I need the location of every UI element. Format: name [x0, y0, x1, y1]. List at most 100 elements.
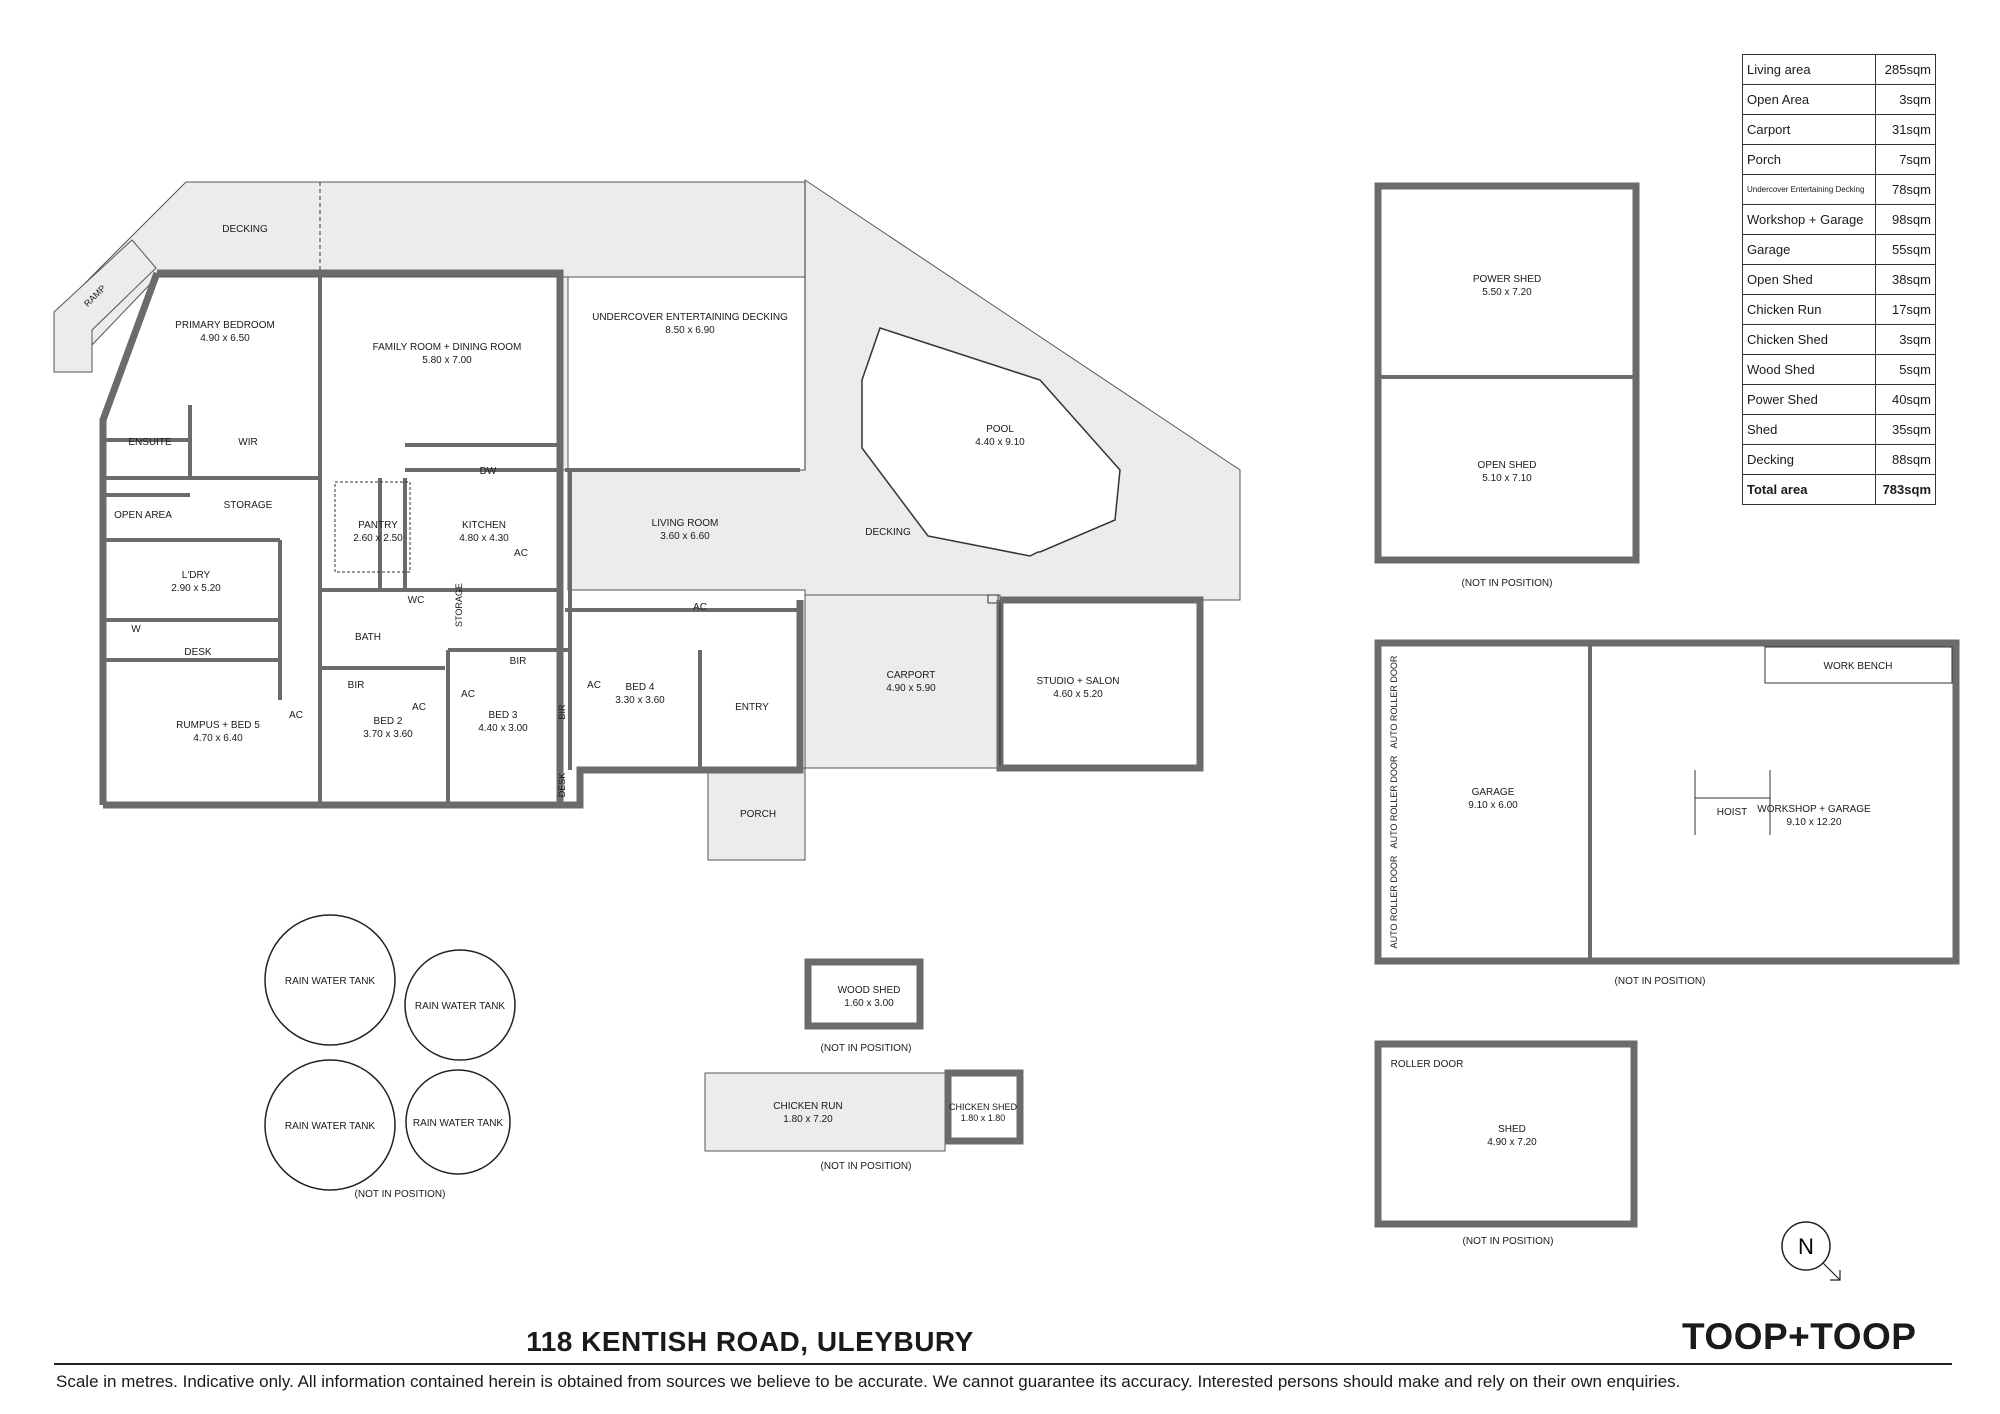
- kitchen-size: 4.80 x 4.30: [459, 533, 509, 544]
- workshop-size: 9.10 x 12.20: [1786, 817, 1841, 828]
- not-in-position-label: (NOT IN POSITION): [1462, 578, 1553, 589]
- rain-water-tank-label: RAIN WATER TANK: [415, 1001, 506, 1012]
- not-in-position-label: (NOT IN POSITION): [821, 1161, 912, 1172]
- rain-water-tank-label: RAIN WATER TANK: [413, 1118, 504, 1129]
- area-value: 7sqm: [1874, 144, 1937, 175]
- rumpus-size: 4.70 x 6.40: [193, 733, 243, 744]
- ac-label: AC: [587, 680, 601, 691]
- bath-label: BATH: [355, 632, 381, 643]
- divider: [54, 1363, 1952, 1365]
- pool-size: 4.40 x 9.10: [975, 437, 1025, 448]
- open-area-label: OPEN AREA: [114, 510, 172, 521]
- area-value: 31sqm: [1874, 114, 1937, 145]
- ramp: [53, 239, 157, 373]
- bed4-size: 3.30 x 3.60: [615, 695, 665, 706]
- w-label: W: [131, 624, 141, 635]
- open-shed-label: OPEN SHED: [1478, 460, 1537, 471]
- auto-roller-door-label: AUTO ROLLER DOOR: [1389, 755, 1399, 848]
- hoist-label: HOIST: [1717, 807, 1748, 818]
- shed-label: SHED: [1498, 1124, 1526, 1135]
- laundry-label: L'DRY: [182, 570, 211, 581]
- outbuilding-labels: POWER SHED 5.50 x 7.20 OPEN SHED 5.10 x …: [285, 274, 1893, 1247]
- area-value: 285sqm: [1874, 54, 1937, 85]
- bed3-label: BED 3: [489, 710, 518, 721]
- auto-roller-door-label: AUTO ROLLER DOOR: [1389, 655, 1399, 748]
- chicken-shed-label: CHICKEN SHED: [949, 1102, 1018, 1112]
- area-label: Living area: [1742, 54, 1876, 85]
- garage-size: 9.10 x 6.00: [1468, 800, 1518, 811]
- outdoor-areas: [53, 179, 1241, 861]
- living-label: LIVING ROOM: [652, 518, 719, 529]
- work-bench-label: WORK BENCH: [1824, 661, 1893, 672]
- storage-label: STORAGE: [224, 500, 273, 511]
- area-value: 88sqm: [1874, 444, 1937, 475]
- wood-shed-size: 1.60 x 3.00: [844, 998, 894, 1009]
- undercover-size: 8.50 x 6.90: [665, 325, 715, 336]
- bed2-label: BED 2: [374, 716, 403, 727]
- ac-label: AC: [514, 548, 528, 559]
- north-compass-icon: N: [1781, 1221, 1841, 1281]
- pool-label: POOL: [986, 424, 1014, 435]
- shed-size: 4.90 x 7.20: [1487, 1137, 1537, 1148]
- chicken-run-size: 1.80 x 7.20: [783, 1114, 833, 1125]
- bed4-label: BED 4: [626, 682, 655, 693]
- not-in-position-label: (NOT IN POSITION): [1463, 1236, 1554, 1247]
- porch-label: PORCH: [740, 809, 776, 820]
- area-label: Shed: [1742, 414, 1876, 445]
- area-value: 17sqm: [1874, 294, 1937, 325]
- laundry-size: 2.90 x 5.20: [171, 583, 221, 594]
- not-in-position-label: (NOT IN POSITION): [1615, 976, 1706, 987]
- area-value: 3sqm: [1874, 324, 1937, 355]
- carport-label: CARPORT: [887, 670, 936, 681]
- power-shed-size: 5.50 x 7.20: [1482, 287, 1532, 298]
- not-in-position-label: (NOT IN POSITION): [821, 1043, 912, 1054]
- primary-bedroom-label: PRIMARY BEDROOM: [175, 320, 275, 331]
- ensuite-label: ENSUITE: [128, 437, 172, 448]
- rumpus-label: RUMPUS + BED 5: [176, 720, 260, 731]
- bir3-label: BIR: [557, 704, 567, 720]
- living-size: 3.60 x 6.60: [660, 531, 710, 542]
- area-value: 98sqm: [1874, 204, 1937, 235]
- area-label: Carport: [1742, 114, 1876, 145]
- area-label: Power Shed: [1742, 384, 1876, 415]
- decking-label: DECKING: [222, 224, 268, 235]
- storage-small-label: STORAGE: [454, 583, 464, 627]
- carport-size: 4.90 x 5.90: [886, 683, 936, 694]
- family-dining-label: FAMILY ROOM + DINING ROOM: [373, 342, 522, 353]
- brand-logo: TOOP+TOOP: [1682, 1316, 1917, 1357]
- ac-label: AC: [412, 702, 426, 713]
- entry-label: ENTRY: [735, 702, 769, 713]
- area-label: Porch: [1742, 144, 1876, 175]
- power-shed-label: POWER SHED: [1473, 274, 1541, 285]
- area-label: Chicken Shed: [1742, 324, 1876, 355]
- auto-roller-door-label: AUTO ROLLER DOOR: [1389, 855, 1399, 948]
- pool: [861, 327, 1121, 557]
- chicken-run-label: CHICKEN RUN: [773, 1101, 842, 1112]
- dw-label: DW: [480, 466, 497, 477]
- studio-label: STUDIO + SALON: [1036, 676, 1119, 687]
- not-in-position-label: (NOT IN POSITION): [355, 1189, 446, 1200]
- garage-label: GARAGE: [1472, 787, 1515, 798]
- bed3-size: 4.40 x 3.00: [478, 723, 528, 734]
- house-labels: DECKING RAMP PRIMARY BEDROOM 4.90 x 6.50…: [82, 224, 1119, 820]
- family-dining-size: 5.80 x 7.00: [422, 355, 472, 366]
- area-value: 78sqm: [1874, 174, 1937, 205]
- outbuilding-walls: [704, 182, 1960, 1228]
- rain-water-tank: [264, 1059, 396, 1191]
- area-value: 35sqm: [1874, 414, 1937, 445]
- area-label: Garage: [1742, 234, 1876, 265]
- property-title: 118 KENTISH ROAD, ULEYBURY: [526, 1326, 974, 1357]
